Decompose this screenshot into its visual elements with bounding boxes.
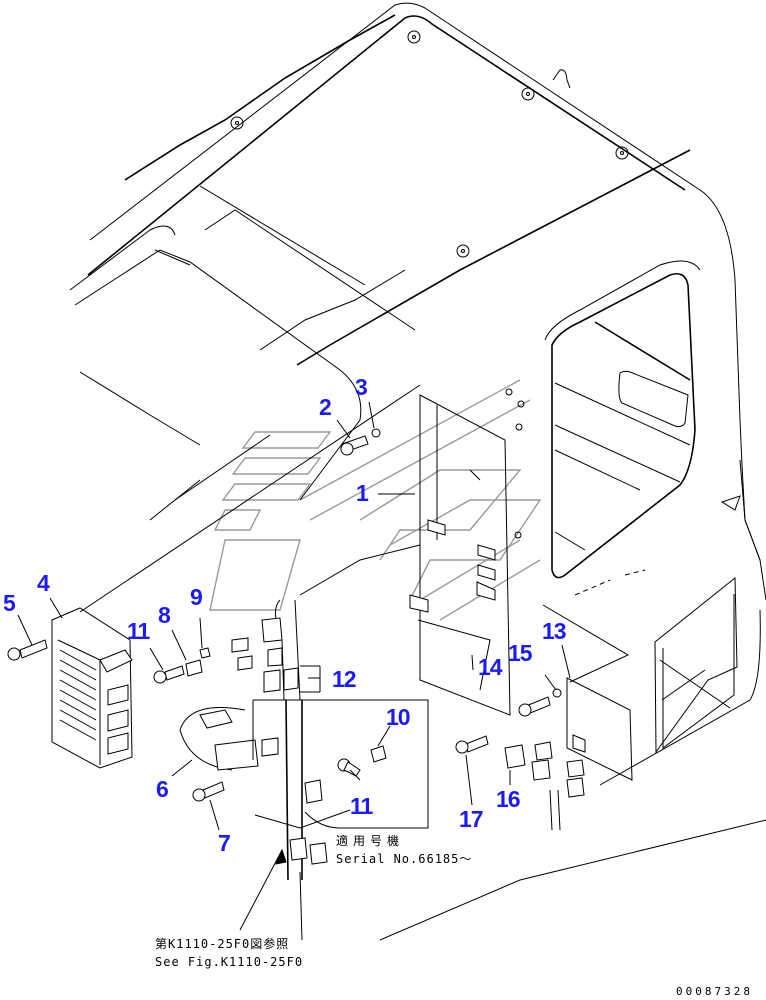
callout-1: 1	[356, 480, 369, 506]
plate-part-13	[542, 604, 633, 781]
callout-11-upper: 11	[127, 618, 150, 644]
callout-8: 8	[158, 602, 171, 628]
fasteners	[7, 428, 562, 802]
wiring-harness	[179, 544, 429, 941]
callout-7: 7	[218, 830, 231, 856]
callout-6: 6	[156, 776, 169, 802]
callout-11-lower: 11	[350, 793, 373, 819]
callout-17: 17	[459, 806, 484, 832]
leader-lines	[17, 401, 571, 931]
serial-note-jp: 適用号機	[336, 834, 405, 848]
bracket-part-1	[409, 388, 525, 716]
cab-roof	[69, 2, 766, 601]
callout-3: 3	[355, 374, 368, 400]
relay-group-16	[504, 741, 585, 831]
controller-part-4	[51, 384, 421, 769]
reference-note-en: See Fig.K1110-25F0	[155, 955, 304, 969]
callout-13: 13	[542, 618, 567, 644]
document-number: 00087328	[676, 985, 753, 998]
cab-side-window	[544, 260, 761, 596]
serial-note: 適用号機 Serial No.66185～	[336, 832, 472, 868]
cab-lower-opening	[379, 576, 766, 941]
callout-14: 14	[478, 654, 503, 680]
callout-4: 4	[37, 570, 50, 596]
callout-12: 12	[332, 666, 357, 692]
reference-note: 第K1110-25F0図参照 See Fig.K1110-25F0	[155, 935, 303, 971]
watermark-logo	[209, 379, 542, 621]
callout-16: 16	[496, 786, 521, 812]
callout-9: 9	[190, 584, 203, 610]
callout-5: 5	[3, 590, 16, 616]
callout-2: 2	[319, 394, 332, 420]
callout-10: 10	[386, 704, 411, 730]
callout-15: 15	[508, 640, 533, 666]
serial-note-en: Serial No.66185～	[336, 852, 473, 866]
reference-note-jp: 第K1110-25F0図参照	[155, 937, 290, 951]
